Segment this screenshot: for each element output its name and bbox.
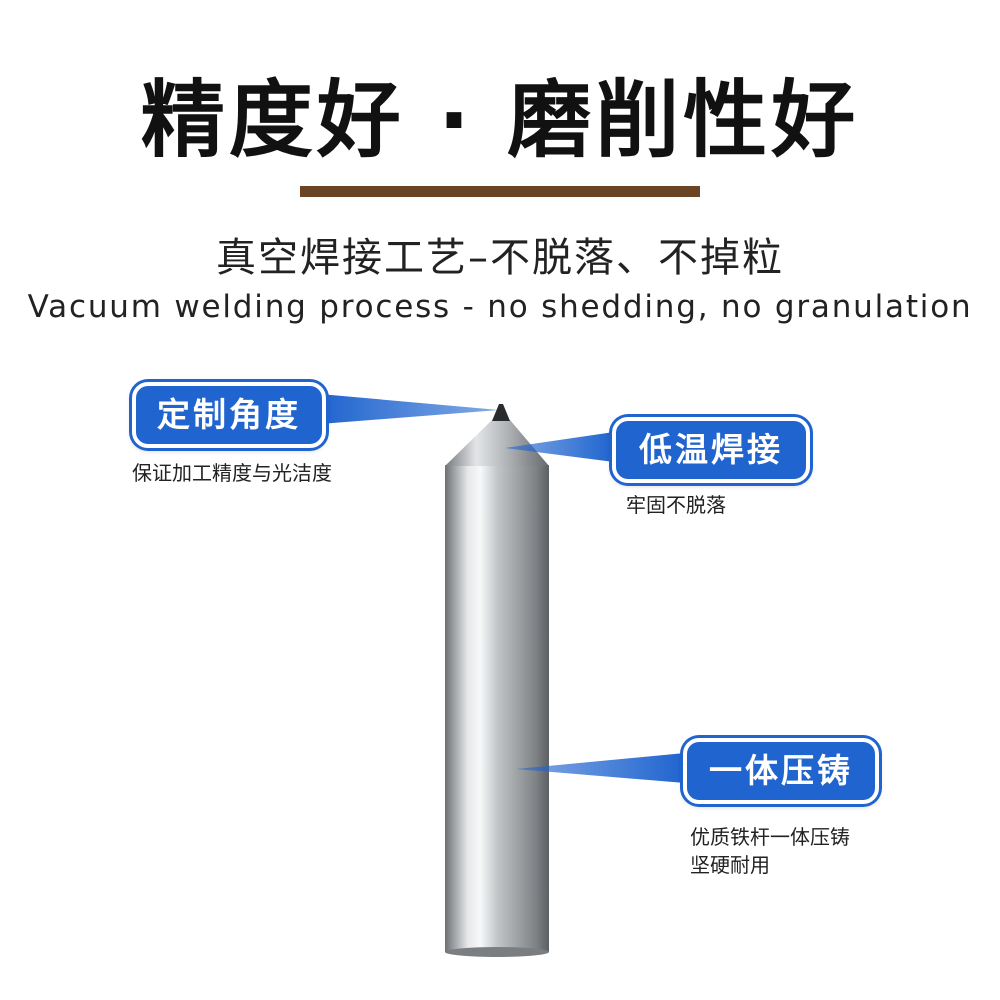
page-title: 精度好 · 磨削性好 — [140, 71, 860, 169]
tool-shaft-bottom — [445, 947, 549, 957]
diamond-tip-icon — [492, 404, 510, 421]
callout-die-cast-desc-line2: 坚硬耐用 — [690, 853, 770, 877]
callout-custom-angle: 定制角度 — [132, 382, 326, 448]
callout-die-cast: 一体压铸 — [683, 738, 879, 804]
callout-pointer-weld — [505, 432, 614, 462]
callout-pointer-angle — [320, 394, 499, 424]
subtitle-chinese: 真空焊接工艺–不脱落、不掉粒 — [216, 235, 784, 281]
title-underline-bar — [300, 186, 700, 197]
tool-cone — [445, 420, 549, 466]
callout-low-temp-welding-desc: 牢固不脱落 — [626, 493, 726, 517]
tool-shaft — [445, 465, 549, 952]
callout-custom-angle-desc: 保证加工精度与光洁度 — [132, 461, 332, 485]
callout-low-temp-welding: 低温焊接 — [612, 417, 810, 483]
callout-pointer-cast — [516, 753, 685, 783]
subtitle-english: Vacuum welding process - no shedding, no… — [27, 289, 973, 325]
callout-die-cast-desc-line1: 优质铁杆一体压铸 — [690, 825, 850, 849]
